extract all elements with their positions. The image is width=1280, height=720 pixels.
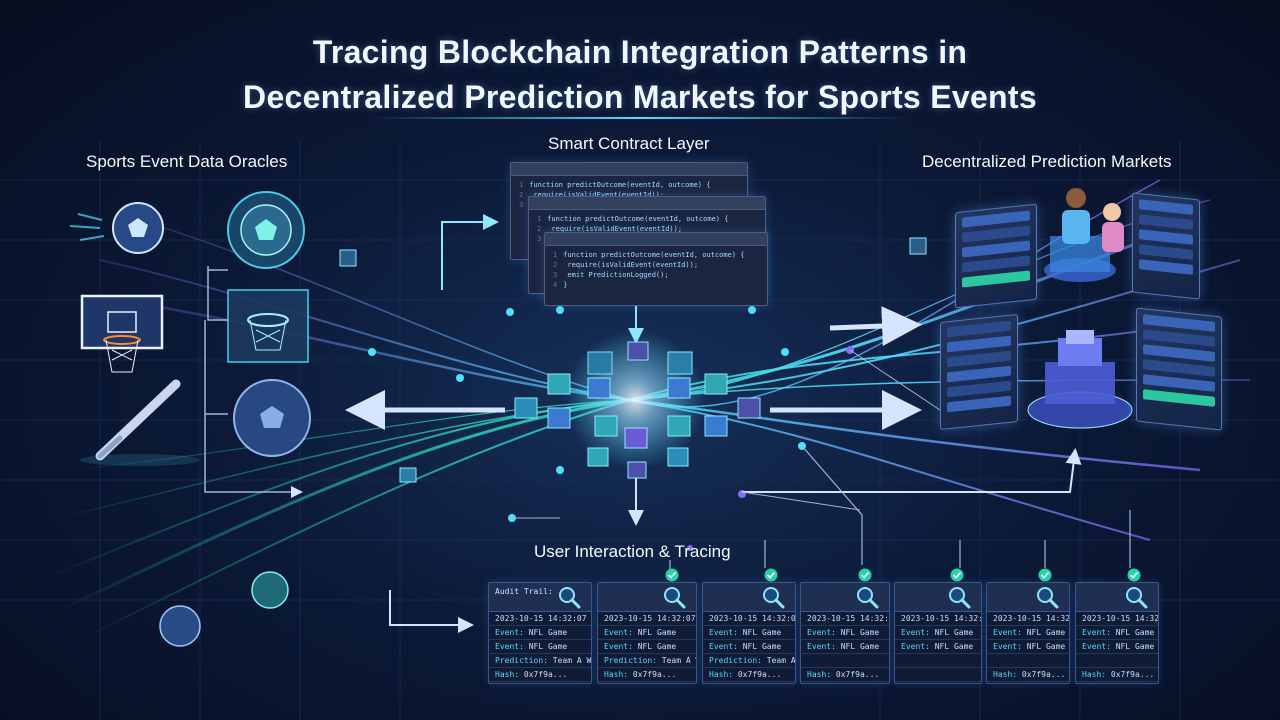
check-icon	[1127, 568, 1141, 582]
market-panel-4	[1136, 307, 1222, 431]
code-line: 2 require(isValidEvent(eventId));	[537, 225, 683, 233]
trace-card-header	[895, 583, 981, 612]
oracle-connectors	[204, 266, 303, 498]
code-line: 3 emit PredictionLogged();	[553, 271, 669, 279]
trace-hash: Hash: 0x7f9a...	[489, 668, 591, 682]
trace-timestamp: 2023-10-15 14:32:07	[1076, 612, 1158, 626]
trace-prediction	[987, 654, 1069, 668]
check-icon	[858, 568, 872, 582]
trace-hash: Hash: 0x7f9a...	[1076, 668, 1158, 682]
page-title: Tracing Blockchain Integration Patterns …	[0, 30, 1280, 120]
trace-card-header: Audit Trail:	[489, 583, 591, 612]
trace-event: Event: NFL Game	[1076, 626, 1158, 640]
flow-arrows	[345, 214, 1131, 633]
blockchain-cubes	[339, 237, 927, 483]
trace-event: Event: NFL Game	[703, 626, 795, 640]
trace-event: Event: NFL Game	[987, 640, 1069, 654]
code-line: 2 require(isValidEvent(eventId));	[519, 191, 665, 199]
trace-event: Event: NFL Game	[1076, 640, 1158, 654]
trace-prediction	[895, 654, 981, 668]
trace-event: Event: NFL Game	[895, 640, 981, 654]
magnifier-icon[interactable]	[947, 585, 971, 609]
check-icon	[665, 568, 679, 582]
ball-icon-lower	[159, 571, 289, 647]
check-icon	[764, 568, 778, 582]
code-line: 4}	[553, 281, 568, 289]
label-smart-contract: Smart Contract Layer	[548, 134, 710, 153]
check-icon	[950, 568, 964, 582]
magnifier-icon[interactable]	[1035, 585, 1059, 609]
oracle-ball-panel	[233, 379, 311, 457]
trace-prediction	[801, 654, 889, 668]
trace-card-header	[801, 583, 889, 612]
title-underline	[370, 117, 910, 119]
trace-hash: Hash: 0x7f9a...	[598, 668, 696, 682]
magnifier-icon[interactable]	[761, 585, 785, 609]
trace-card-header	[1076, 583, 1158, 612]
trace-timestamp: 2023-10-15 14:32:07	[801, 612, 889, 626]
oracle-hoop-panel	[227, 289, 309, 363]
check-icon	[1038, 568, 1052, 582]
oracle-soccer-panel	[227, 191, 305, 269]
trace-hash: Hash: 0x7f9a...	[703, 668, 795, 682]
title-line-2: Decentralized Prediction Markets for Spo…	[243, 79, 1037, 115]
market-panel-2	[1132, 192, 1200, 300]
trace-prediction: Prediction: Team A Wins	[489, 654, 591, 668]
trace-hash	[895, 668, 981, 682]
trace-event: Event: NFL Game	[489, 640, 591, 654]
trace-card-header	[703, 583, 795, 612]
baseball-bat-icon	[80, 379, 200, 466]
audit-trail-label: Audit Trail:	[495, 587, 553, 596]
trace-event: Event: NFL Game	[703, 640, 795, 654]
trace-card-header	[987, 583, 1069, 612]
magnifier-icon[interactable]	[662, 585, 686, 609]
magnifier-icon[interactable]	[855, 585, 879, 609]
label-oracles: Sports Event Data Oracles	[86, 152, 288, 171]
market-panel-1	[955, 203, 1037, 309]
trace-event: Event: NFL Game	[895, 626, 981, 640]
title-line-1: Tracing Blockchain Integration Patterns …	[312, 34, 968, 70]
soccer-ball-icon	[69, 202, 164, 254]
magnifier-icon[interactable]	[1124, 585, 1148, 609]
market-hologram-podium	[1027, 236, 1133, 429]
trace-prediction: Prediction: Team A Wins	[598, 654, 696, 668]
trace-event: Event: NFL Game	[598, 640, 696, 654]
trace-event: Event: NFL Game	[801, 626, 889, 640]
label-markets: Decentralized Prediction Markets	[922, 152, 1172, 171]
trace-card-header	[598, 583, 696, 612]
trace-timestamp: 2023-10-15 14:32:07	[703, 612, 795, 626]
basketball-hoop-icon	[80, 294, 164, 373]
trace-hash: Hash: 0x7f9a...	[801, 668, 889, 682]
trace-event: Event: NFL Game	[598, 626, 696, 640]
market-panel-3	[940, 313, 1018, 431]
trace-event: Event: NFL Game	[987, 626, 1069, 640]
trace-event: Event: NFL Game	[801, 640, 889, 654]
code-line: 2 require(isValidEvent(eventId));	[553, 261, 699, 269]
trace-event: Event: NFL Game	[489, 626, 591, 640]
label-tracing: User Interaction & Tracing	[534, 542, 731, 561]
trace-timestamp: 2023-10-15 14:32:07	[895, 612, 981, 626]
trace-hash: Hash: 0x7f9a...	[987, 668, 1069, 682]
trace-timestamp: 2023-10-15 14:32:07	[598, 612, 696, 626]
trace-prediction: Prediction: Team A Wins	[703, 654, 795, 668]
trace-timestamp: 2023-10-15 14:32:07	[987, 612, 1069, 626]
trace-timestamp: 2023-10-15 14:32:07	[489, 612, 591, 626]
trace-prediction	[1076, 654, 1158, 668]
magnifier-icon[interactable]	[557, 585, 581, 609]
